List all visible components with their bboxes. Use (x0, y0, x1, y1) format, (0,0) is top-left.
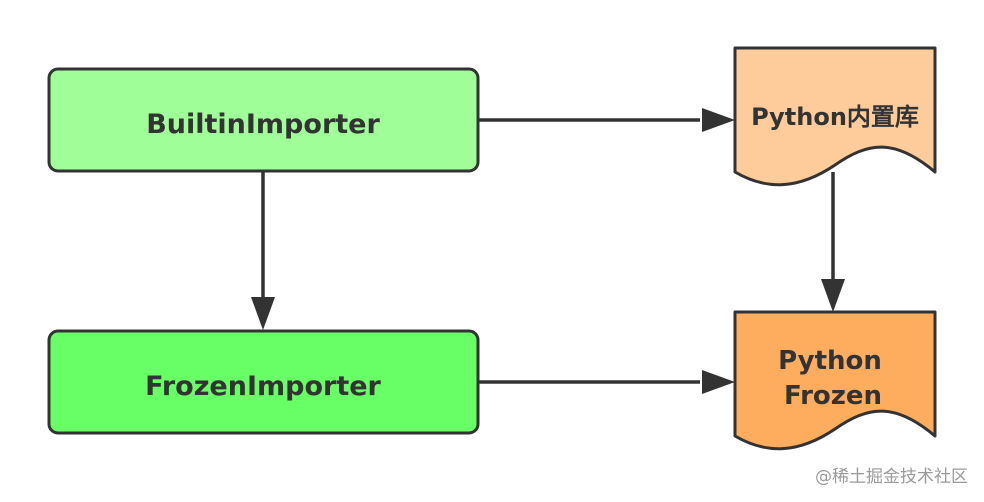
node-frozen-importer: FrozenImporter (47, 329, 480, 435)
builtin-importer-label: BuiltinImporter (146, 109, 380, 140)
python-frozen-shape (733, 310, 937, 451)
python-builtin-lib-label: Python内置库 (751, 103, 919, 131)
node-python-frozen: Python Frozen (733, 310, 937, 451)
frozen-importer-box (47, 329, 480, 435)
python-frozen-label-line2: Frozen (784, 381, 882, 411)
arrowhead-python-frozen-right (702, 370, 735, 394)
watermark-text: @稀土掘金技术社区 (815, 467, 968, 487)
python-frozen-label-line1: Python (778, 346, 882, 376)
python-builtin-lib-shape (733, 46, 937, 187)
builtin-importer-box (47, 67, 480, 173)
edges (251, 108, 845, 394)
node-python-builtin-lib: Python内置库 (733, 46, 937, 187)
arrowhead-frozen-importer (251, 297, 275, 330)
frozen-importer-label: FrozenImporter (145, 371, 381, 402)
arrowhead-python-frozen-down (821, 279, 845, 312)
node-builtin-importer: BuiltinImporter (47, 67, 480, 173)
arrowhead-builtin-lib (702, 108, 735, 132)
